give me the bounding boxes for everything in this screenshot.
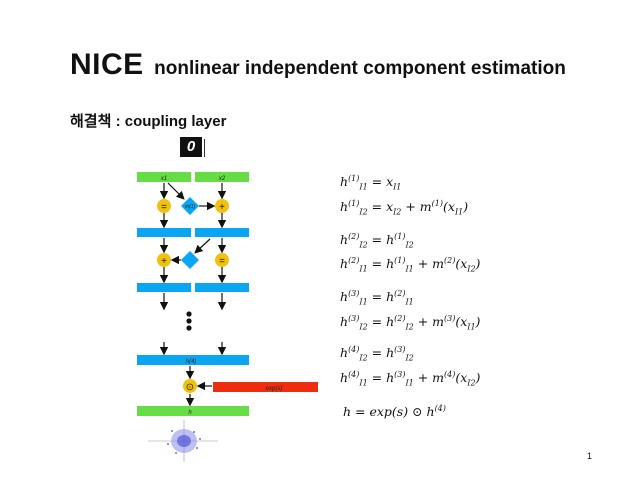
- equation-6: h(3)I2 = h(2)I2 + m(3)(xI1): [340, 314, 480, 332]
- equation-5: h(3)I1 = h(2)I1: [340, 289, 414, 307]
- plus-symbol-1: +: [219, 202, 225, 213]
- equal-symbol-2: =: [219, 256, 225, 267]
- plus-symbol-2: +: [161, 256, 167, 267]
- m1-label: m(1): [185, 204, 196, 210]
- output-bar: [137, 406, 249, 416]
- input-right-label: x2: [218, 176, 226, 182]
- equation-2: h(1)I2 = xI2 + m(1)(xI1): [340, 199, 468, 217]
- layer2-bar-left: [137, 283, 191, 292]
- equation-7: h(4)I2 = h(3)I2: [340, 345, 414, 363]
- equation-3: h(2)I2 = h(1)I2: [340, 232, 414, 250]
- equation-9: h = exp(s) ⊙ h(4): [343, 404, 446, 419]
- ellipsis-dots: [186, 311, 191, 330]
- latent-distribution-plot: [148, 420, 218, 462]
- coupling-function-m2: [181, 251, 199, 269]
- input-left-label: x1: [160, 176, 167, 182]
- layer1-bar-right: [195, 228, 249, 237]
- equal-symbol-1: =: [161, 202, 167, 213]
- layer2-bar-right: [195, 283, 249, 292]
- equation-1: h(1)I1 = xI1: [340, 174, 401, 192]
- exp-label: exp(s): [266, 386, 283, 392]
- equation-4: h(2)I1 = h(1)I1 + m(2)(xI2): [340, 256, 480, 274]
- final-h-label: h(4): [186, 359, 197, 365]
- odot-symbol: ⊙: [186, 382, 194, 393]
- layer1-bar-left: [137, 228, 191, 237]
- page-number: 1: [587, 451, 592, 461]
- equation-8: h(4)I1 = h(3)I1 + m(4)(xI2): [340, 370, 480, 388]
